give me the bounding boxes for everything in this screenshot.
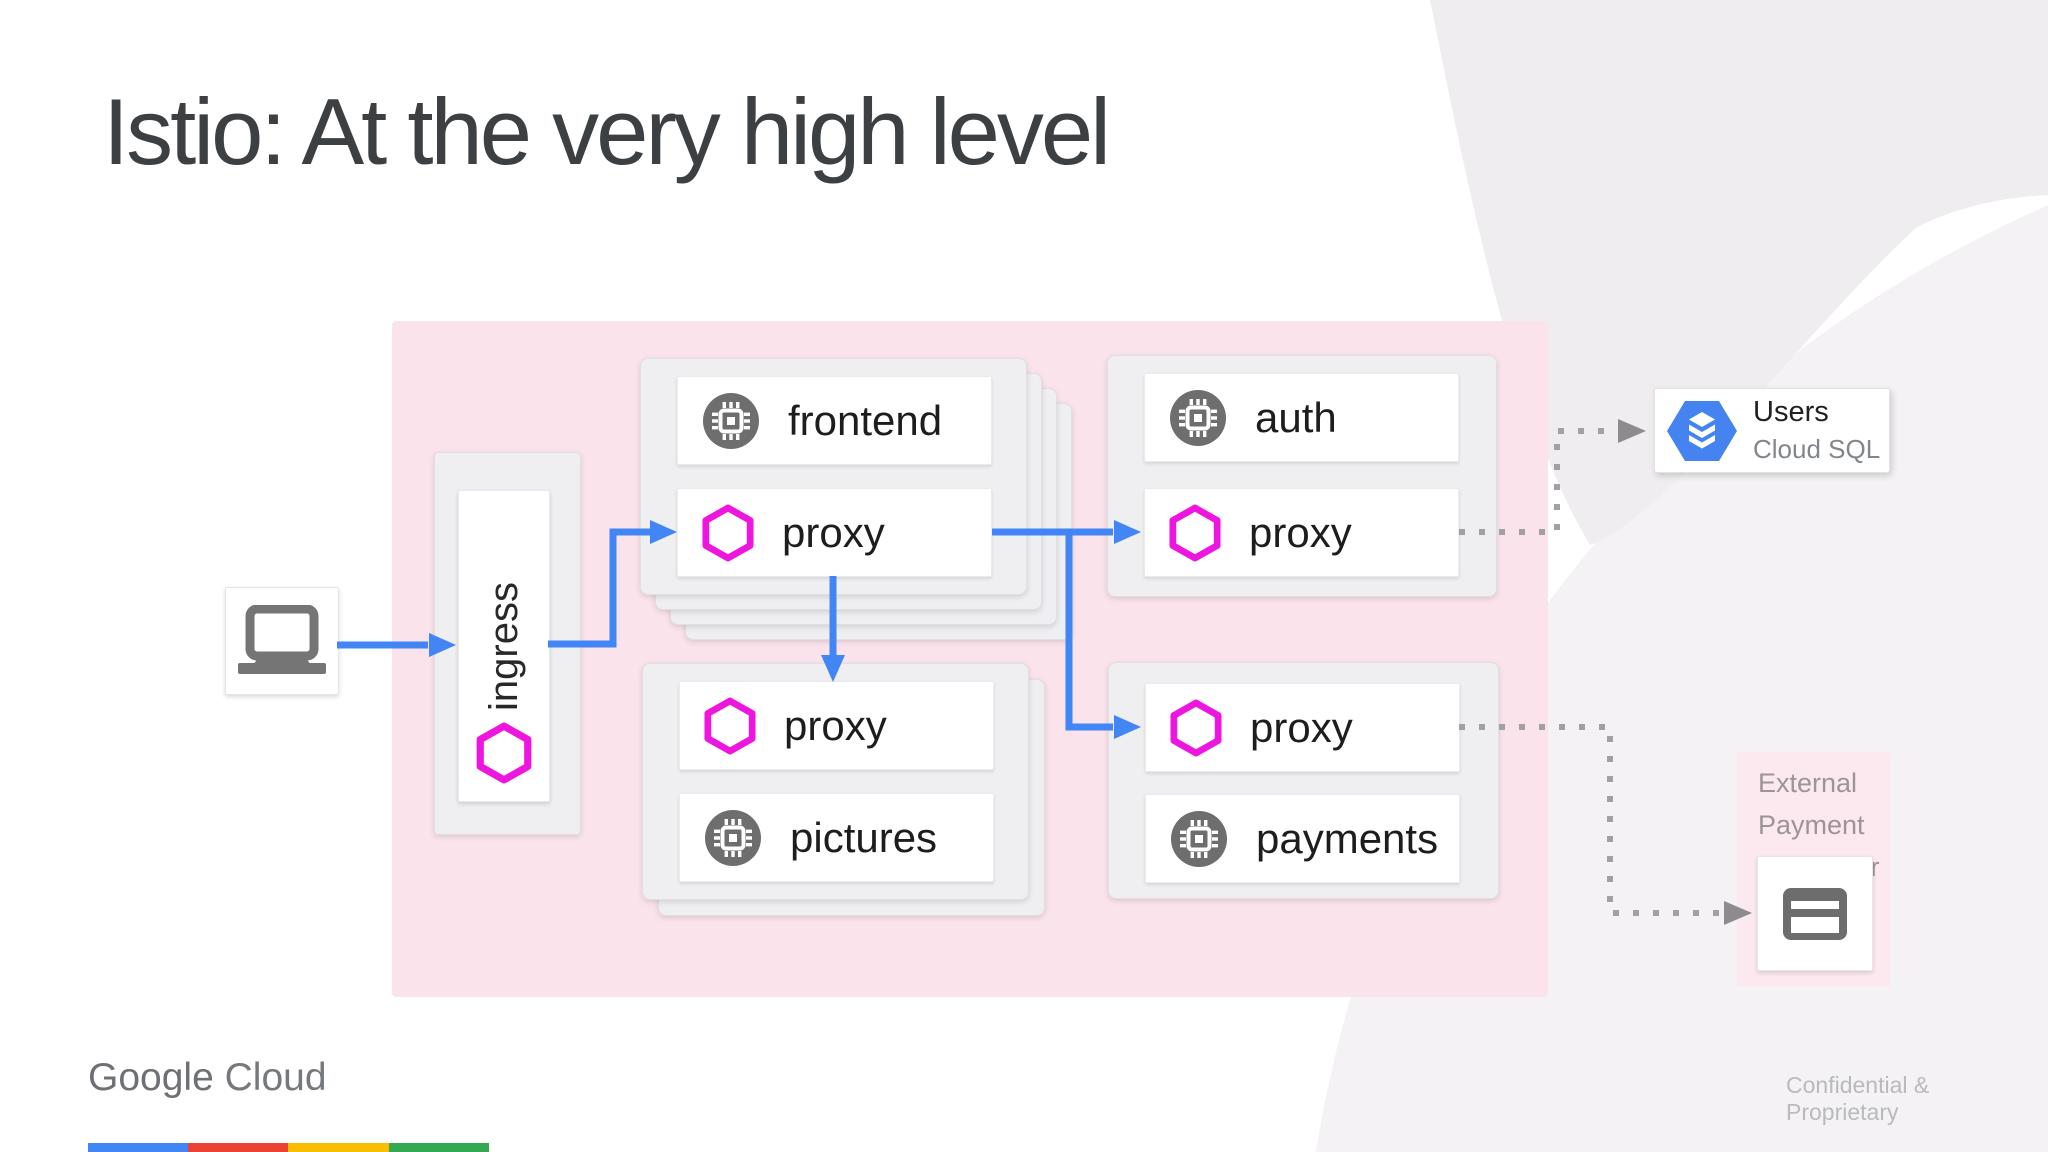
ingress-label: ingress xyxy=(481,581,526,711)
proxy-row-auth: proxy xyxy=(1144,488,1459,577)
users-subtitle: Cloud SQL xyxy=(1753,434,1881,464)
service-card-pictures: proxy pictures xyxy=(642,663,1029,900)
google-cloud-logo: Google Cloud xyxy=(88,1056,327,1100)
service-group-payments: proxy payments xyxy=(1108,662,1499,899)
service-row-pictures: pictures xyxy=(679,793,994,882)
istio-proxy-hexagon-icon xyxy=(1170,699,1222,757)
service-label: payments xyxy=(1256,814,1439,862)
footer-confidential: Confidential & Proprietary xyxy=(1786,1072,1930,1125)
proxy-row-payments: proxy xyxy=(1145,683,1460,772)
client-card xyxy=(225,587,339,695)
proxy-row-frontend: proxy xyxy=(677,488,992,577)
service-card-frontend: frontend proxy xyxy=(640,358,1027,595)
page-title: Istio: At the very high level xyxy=(103,79,1111,184)
service-group-frontend: frontend proxy xyxy=(640,358,1072,640)
service-group-pictures: proxy pictures xyxy=(642,663,1045,916)
service-label: pictures xyxy=(790,813,938,861)
proxy-label: proxy xyxy=(784,701,887,749)
service-label: auth xyxy=(1255,393,1337,441)
laptop-icon xyxy=(237,605,327,677)
proxy-label: proxy xyxy=(782,508,885,556)
credit-card-icon xyxy=(1782,887,1848,941)
bar-blue xyxy=(88,1143,188,1152)
payment-processor-card xyxy=(1757,856,1873,971)
proxy-row-pictures: proxy xyxy=(679,681,994,770)
istio-proxy-hexagon-icon xyxy=(704,697,756,755)
proxy-label: proxy xyxy=(1249,508,1352,556)
ingress-label-wrap: ingress xyxy=(459,571,549,721)
service-row-auth: auth xyxy=(1144,373,1459,462)
bar-green xyxy=(389,1143,489,1152)
cloud-sql-icon xyxy=(1665,399,1739,463)
logo-google: Google xyxy=(88,1056,214,1099)
bar-yellow xyxy=(288,1143,389,1152)
chip-icon xyxy=(702,392,760,450)
proxy-label: proxy xyxy=(1250,703,1353,751)
service-group-auth: auth proxy xyxy=(1107,355,1497,597)
bar-red xyxy=(188,1143,288,1152)
istio-proxy-hexagon-icon xyxy=(1169,504,1221,562)
chip-icon xyxy=(704,809,762,867)
service-row-payments: payments xyxy=(1145,794,1460,883)
external-payment-processor-block: External Payment Processor xyxy=(1737,752,1890,987)
ingress-group: ingress xyxy=(434,452,581,835)
istio-proxy-hexagon-icon xyxy=(702,504,754,562)
service-label: frontend xyxy=(788,396,943,444)
ingress-node: ingress xyxy=(458,490,550,802)
brand-color-bar xyxy=(88,1143,489,1152)
istio-proxy-hexagon-icon xyxy=(476,722,532,784)
users-card-text: Users Cloud SQL xyxy=(1753,396,1880,465)
service-card-payments: proxy payments xyxy=(1108,662,1499,899)
users-title: Users xyxy=(1753,396,1829,428)
users-cloud-sql-card: Users Cloud SQL xyxy=(1654,388,1890,473)
chip-icon xyxy=(1169,389,1227,447)
service-card-auth: auth proxy xyxy=(1107,355,1497,597)
chip-icon xyxy=(1170,810,1228,868)
logo-cloud: Cloud xyxy=(224,1056,327,1099)
service-row-frontend: frontend xyxy=(677,376,992,465)
